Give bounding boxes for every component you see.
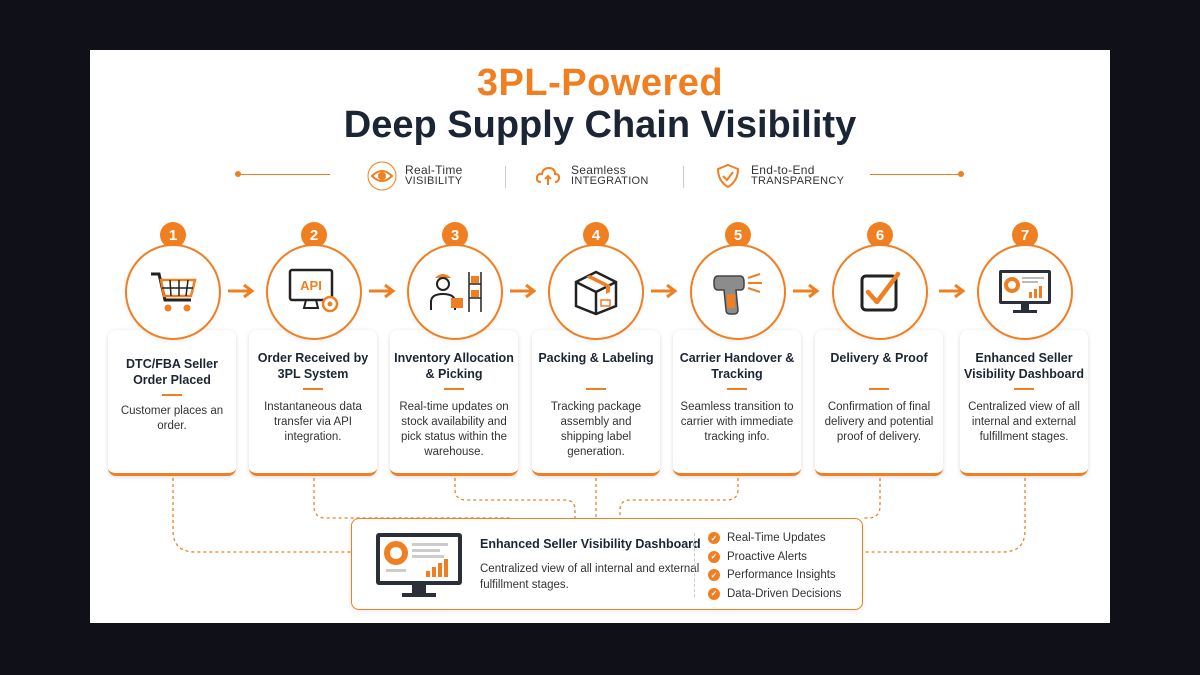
dashboard-monitor-icon [374, 531, 464, 606]
arrow-right-icon [369, 284, 396, 298]
cloud-icon [533, 161, 563, 191]
feature-divider [505, 166, 506, 188]
step-divider [727, 388, 747, 390]
shield-check-icon [713, 161, 743, 191]
list-item: ✓ Data-Driven Decisions [708, 585, 841, 604]
header-rule-right [870, 174, 960, 175]
check-icon: ✓ [708, 587, 720, 600]
step-card-7: Enhanced Seller Visibility Dashboard Cen… [960, 330, 1088, 476]
step-number: 3 [442, 222, 468, 248]
check-icon: ✓ [708, 569, 720, 582]
step-number: 6 [867, 222, 893, 248]
list-item: ✓ Real-Time Updates [708, 529, 841, 548]
feature-realtime: Real-TimeVisibility [367, 160, 463, 192]
benefit-label: Performance Insights [727, 569, 836, 582]
step-number: 4 [583, 222, 609, 248]
dashboard-summary-box: Enhanced Seller Visibility Dashboard Cen… [351, 518, 863, 610]
step-desc: Centralized view of all internal and ext… [968, 401, 1080, 443]
benefit-label: Real-Time Updates [727, 532, 826, 545]
header-rule-dot-right [958, 171, 964, 177]
step-divider [586, 388, 606, 390]
step-desc: Customer places an order. [120, 405, 224, 432]
svg-text:API: API [300, 278, 322, 293]
feature-realtime-line2: Visibility [405, 175, 463, 187]
title-line1: 3PL-Powered [476, 62, 724, 104]
checkbox-icon [832, 244, 928, 340]
dashboard-divider [694, 533, 696, 597]
feature-integration: SeamlessIntegration [533, 160, 649, 192]
step-card-5: Carrier Handover & Tracking Seamless tra… [673, 330, 801, 476]
step-number: 7 [1012, 222, 1038, 248]
dashboard-title: Enhanced Seller Visibility Dashboard [480, 537, 701, 551]
check-icon: ✓ [708, 532, 720, 545]
dashboard-monitor-icon [977, 244, 1073, 340]
feature-transparency-line1: End-to-End [751, 163, 815, 177]
eye-icon [367, 161, 397, 191]
step-desc: Tracking package assembly and shipping l… [550, 401, 642, 458]
feature-integration-line1: Seamless [571, 163, 627, 177]
step-title: Order Received by 3PL System [257, 351, 369, 381]
feature-transparency: End-to-EndTransparency [713, 160, 844, 192]
step-title: Carrier Handover & Tracking [679, 351, 795, 381]
step-divider [444, 388, 464, 390]
step-desc: Instantaneous data transfer via API inte… [264, 401, 362, 443]
arrow-right-icon [939, 284, 966, 298]
dashboard-desc: Centralized view of all internal and ext… [480, 563, 700, 591]
benefit-list: ✓ Real-Time Updates ✓ Proactive Alerts ✓ Pe… [708, 529, 841, 603]
step-divider [303, 388, 323, 390]
step-card-6: Delivery & Proof Confirmation of final d… [815, 330, 943, 476]
step-number: 1 [160, 222, 186, 248]
list-item: ✓ Performance Insights [708, 566, 841, 585]
step-number: 2 [301, 222, 327, 248]
title-line2: Deep Supply Chain Visibility [343, 104, 857, 146]
step-desc: Real-time updates on stock availability … [399, 401, 509, 458]
feature-transparency-line2: Transparency [751, 175, 845, 187]
step-divider [1014, 388, 1034, 390]
header-rule-dot-left [235, 171, 241, 177]
step-number: 5 [725, 222, 751, 248]
header-rule-left [240, 174, 330, 175]
feature-integration-line2: Integration [571, 175, 649, 187]
shopping-cart-icon [125, 244, 221, 340]
benefit-label: Data-Driven Decisions [727, 587, 842, 600]
check-icon: ✓ [708, 550, 720, 563]
package-box-icon [548, 244, 644, 340]
step-card-2: Order Received by 3PL System Instantaneo… [249, 330, 377, 476]
step-card-1: DTC/FBA Seller Order Placed Customer pla… [108, 330, 236, 476]
dashed-connectors [172, 478, 1026, 553]
warehouse-worker-icon [407, 244, 503, 340]
arrow-right-icon [651, 284, 678, 298]
step-divider [869, 388, 889, 390]
step-title: DTC/FBA Seller Order Placed [126, 357, 218, 387]
feature-divider [683, 166, 684, 188]
benefit-label: Proactive Alerts [727, 550, 807, 563]
arrow-right-icon [793, 284, 820, 298]
step-title: Delivery & Proof [830, 351, 928, 365]
arrow-right-icon [510, 284, 537, 298]
feature-realtime-line1: Real-Time [405, 163, 463, 177]
step-card-3: Inventory Allocation & Picking Real-time… [390, 330, 518, 476]
list-item: ✓ Proactive Alerts [708, 548, 841, 567]
step-card-4: Packing & Labeling Tracking package asse… [532, 330, 660, 476]
step-title: Inventory Allocation & Picking [394, 351, 514, 381]
step-desc: Seamless transition to carrier with imme… [680, 401, 794, 443]
api-monitor-icon: API [266, 244, 362, 340]
step-desc: Confirmation of final delivery and poten… [824, 401, 934, 443]
step-title: Enhanced Seller Visibility Dashboard [964, 351, 1084, 381]
step-divider [162, 394, 182, 396]
step-title: Packing & Labeling [538, 351, 654, 365]
arrow-right-icon [228, 284, 255, 298]
barcode-scanner-icon [690, 244, 786, 340]
infographic-canvas: 3PL-Powered Deep Supply Chain Visibility… [90, 50, 1110, 623]
